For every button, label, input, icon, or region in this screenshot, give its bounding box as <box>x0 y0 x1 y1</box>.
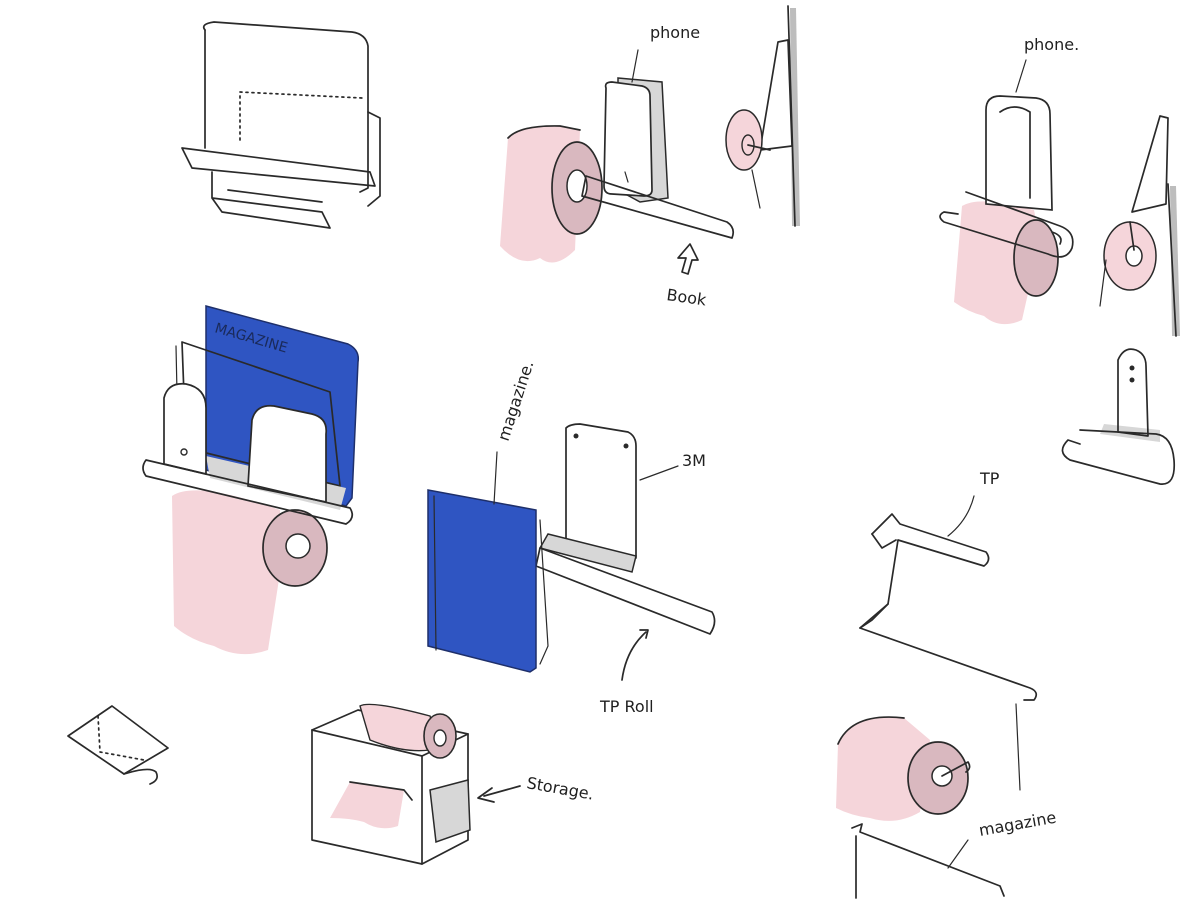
label-magazine-2: magazine <box>977 808 1057 840</box>
sketch-loop-bar-phone <box>939 95 1074 325</box>
phone-right <box>247 404 328 504</box>
arrow-up-icon <box>677 243 699 275</box>
sketch-small-flat-holder <box>67 705 169 785</box>
arrow-left-icon <box>477 785 521 803</box>
leader-tp <box>947 495 975 537</box>
leader-phone-2 <box>1015 59 1027 93</box>
leader-magazine-2 <box>947 839 969 869</box>
label-magazine-1: magazine. <box>494 358 538 443</box>
leader-magazine-1 <box>493 451 498 505</box>
sketch-magazine-shelf: MAGAZINE <box>142 305 360 655</box>
sketch-storage-box <box>311 703 471 865</box>
sketch-side-view-wall-1 <box>725 5 800 227</box>
toilet-paper-sheet <box>330 782 404 829</box>
sketch-tp-over-magazine <box>836 716 1005 899</box>
phone-left <box>163 382 207 476</box>
sketch-3m-mount-tp-roll <box>427 423 716 673</box>
book-rod <box>581 175 735 239</box>
sketch-tablet-shelf <box>181 21 381 229</box>
sketch-wall-hook <box>1061 348 1176 485</box>
curved-arrow-icon <box>621 629 649 681</box>
sketch-side-view-wall-2 <box>1099 115 1180 337</box>
leader-3m <box>639 465 679 481</box>
label-phone-1: phone <box>650 23 700 42</box>
phone <box>603 81 653 197</box>
toilet-paper-sheet <box>836 717 930 821</box>
label-tp: TP <box>979 469 1000 488</box>
label-phone-2: phone. <box>1024 35 1079 54</box>
toilet-paper-sheet <box>172 490 282 655</box>
magazine-blue <box>427 489 537 673</box>
tp-roll-end <box>1013 219 1059 297</box>
leader-phone-1 <box>631 49 639 83</box>
label-tp-roll: TP Roll <box>599 697 654 716</box>
label-3m: 3M <box>682 451 706 470</box>
label-book: Book <box>665 285 708 309</box>
phone <box>985 95 1053 211</box>
sketch-wire-frame <box>859 513 1038 701</box>
sketch-tp-phone-book <box>500 77 735 263</box>
label-storage: Storage. <box>525 773 595 803</box>
